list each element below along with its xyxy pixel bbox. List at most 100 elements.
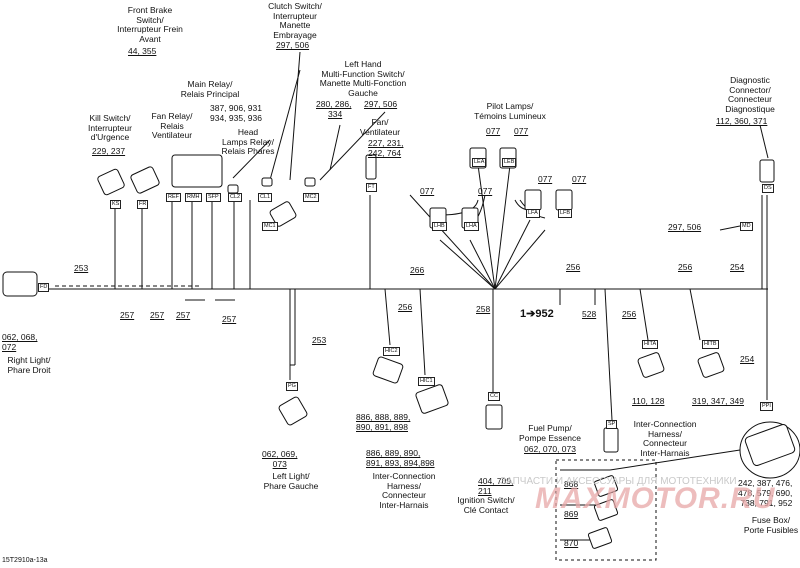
ref-868: 868 [564,479,579,489]
lh-mfs-refs-b: 334 [328,109,343,119]
tag-ppi: PPI [760,402,773,411]
ich-b-connector [697,352,725,378]
front-brake-connector [130,166,160,194]
fuel-pump-label: Fuel Pump/ Pompe Essence [519,423,581,443]
tag-hita: HITA [642,340,659,349]
wire-257-c: 257 [176,310,191,320]
pilot-ref-3: 077 [420,186,435,196]
ich-label-2: Inter-Connection Harness/ Connecteur Int… [633,419,697,458]
tag-lhb: LHB [432,222,447,231]
fan-refs: 227, 231, 242, 764 [368,138,404,158]
wire-266: 266 [410,265,425,275]
wire-256-a: 256 [398,302,413,312]
tag-cc: CC [488,392,500,401]
wire-256-d: 256 [678,262,693,272]
fuse-box-label: Fuse Box/ Porte Fusibles [743,515,799,535]
tag-leb: LEB [502,158,517,167]
relay-block [171,154,223,188]
tag-sfp: SFP [206,193,221,202]
fuse-box-body [744,424,796,466]
tag-hitb: HITB [702,340,719,349]
hic2-connector [372,356,404,384]
wire-258: 258 [476,304,491,314]
tag-hic2: HIC2 [383,347,400,356]
tag-cl2: CL2 [228,193,243,202]
ich-label-1: Inter-Connection Harness/ Connecteur Int… [372,471,436,510]
tag-fd: FD [38,283,50,292]
diag-label: Diagnostic Connector/ Connecteur Diagnos… [725,75,775,114]
fuse-box-refs: 242, 387, 476, 478, 579, 690, 738, 791, … [738,478,793,508]
ref-870: 870 [564,538,579,548]
fuel-pump-refs: 062, 070, 073 [524,444,576,454]
fuel-pump-connector [603,427,619,453]
fan-label: Fan/ Ventilateur [359,117,401,137]
tag-ref: REF [166,193,181,202]
tag-pg: PG [286,382,298,391]
diag-side-refs: 297, 506 [668,222,702,232]
wire-253-v: 253 [312,335,327,345]
wire-257-b: 257 [150,310,165,320]
right-light-refs: 062, 068, 072 [2,332,38,352]
lh-mfs-refs-c: 297, 506 [364,99,398,109]
tag-ft: FT [366,183,377,192]
tag-lfb: LFB [558,209,573,218]
left-light-refs: 062, 069, 073 [262,449,298,469]
hic2-refs: 886, 888, 889, 890, 891, 898 [356,412,411,432]
tag-lea: LEA [472,158,487,167]
lh-mfs-connector-1 [269,201,297,227]
diag-connector [759,159,775,183]
lh-mfs-refs-a: 280, 286, [316,99,352,109]
ignition-label: Ignition Switch/ Clé Contact [457,495,515,515]
kill-switch-label: Kill Switch/ Interrupteur d'Urgence [88,113,132,142]
hic1-refs: 886, 889, 890, 891, 893, 894,898 [366,448,435,468]
wire-253-top: 253 [74,263,89,273]
wire-257-d: 257 [222,314,237,324]
wire-952: 1➔952 [520,308,554,320]
ignition-refs: 404, 709, 211 [478,476,514,496]
watermark-text: ЗАПЧАСТИ И АКСЕССУАРЫ ДЛЯ МОТОТЕХНИКИ [500,476,737,487]
clutch-refs: 297, 506 [276,40,310,50]
ich-a-connector [637,352,665,378]
right-light-label: Right Light/ Phare Droit [7,355,51,375]
diag-refs: 112, 360, 371 [716,116,768,126]
wire-254-b: 254 [740,354,755,364]
ignition-connector [485,404,503,430]
tag-mc1: MC1 [262,222,278,231]
hic1-connector [415,384,449,414]
pilot-ref-4: 077 [478,186,493,196]
main-relay-label: Main Relay/ Relais Principal [180,79,240,99]
wire-528: 528 [582,309,597,319]
ref-869: 869 [564,509,579,519]
tag-sp: SP [606,420,618,429]
pilot-ref-2: 077 [514,126,529,136]
right-light-connector [2,271,38,297]
front-brake-label: Front Brake Switch/ Interrupteur Frein A… [117,5,183,44]
lh-mfs-label: Left Hand Multi-Function Switch/ Manette… [319,59,407,98]
tag-rmh: RMH [185,193,202,202]
left-light-connector [278,396,308,426]
tag-ks: KS [110,200,122,209]
head-lamps-relay-label: Head Lamps Relay/ Relais Phares [221,127,275,156]
wire-256-c: 256 [622,309,637,319]
kill-switch-refs: 229, 237 [92,146,126,156]
fan-connector [365,154,377,180]
ich-a-refs: 110, 128 [632,396,665,406]
tag-lfa: LFA [526,209,540,218]
tag-hic1: HIC1 [418,377,435,386]
kill-switch-connector [97,168,125,196]
left-light-label: Left Light/ Phare Gauche [263,471,319,491]
pilot-ref-6: 077 [572,174,587,184]
main-relay-refs: 387, 906, 931 934, 935, 936 [210,103,262,123]
tag-md: MD [740,222,753,231]
tag-ds: DS [762,184,774,193]
watermark-logo: MAXMOTOR.RU [535,482,776,515]
tag-cl1: CL1 [258,193,273,202]
tag-fr: FR [137,200,149,209]
tag-mc2: MC2 [303,193,319,202]
pilot-ref-1: 077 [486,126,501,136]
clutch-label: Clutch Switch/ Interrupteur Manette Embr… [268,1,322,40]
figure-code: 15T2910a-13a [2,557,48,564]
tag-lha: LHA [464,222,479,231]
wire-257-a: 257 [120,310,135,320]
